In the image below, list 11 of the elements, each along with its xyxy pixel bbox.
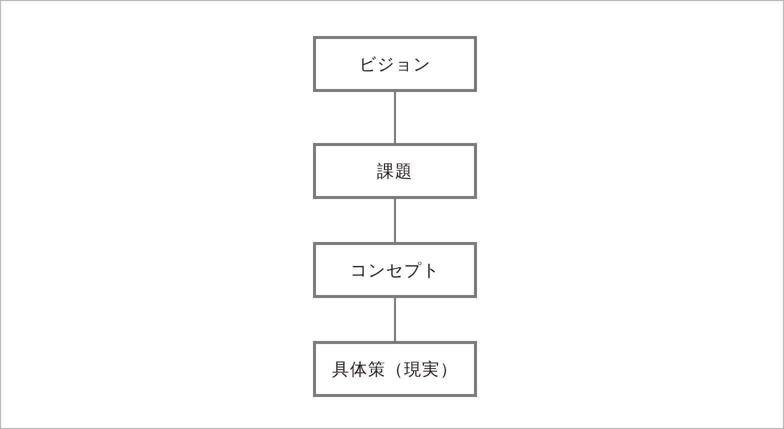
process-box (313, 143, 477, 199)
connector-line (394, 92, 396, 143)
box-label: 具体策（現実） (332, 358, 458, 380)
box-label: ビジョン (359, 54, 431, 76)
connector-line (394, 199, 396, 242)
process-box (313, 36, 477, 92)
process-box (313, 341, 477, 397)
box-label: コンセプト (350, 260, 440, 282)
process-box (313, 242, 477, 298)
connector-line (394, 298, 396, 341)
box-label: 課題 (377, 160, 413, 182)
